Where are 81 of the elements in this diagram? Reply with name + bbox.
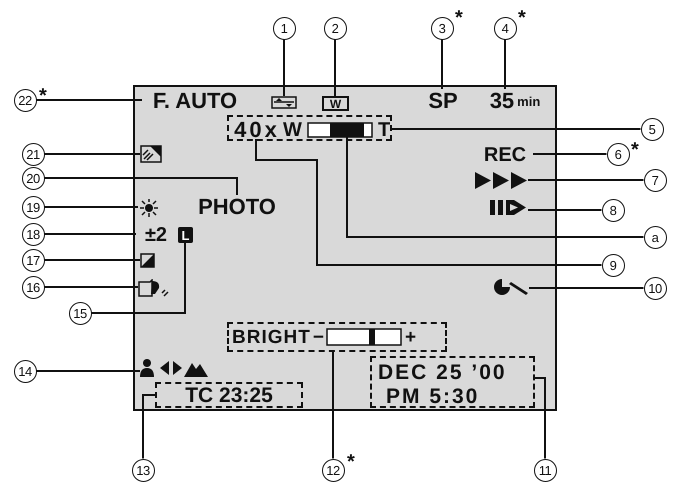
- date-time-frame: [370, 356, 535, 408]
- leader-line: [529, 287, 644, 289]
- leader-line: [44, 153, 140, 155]
- photo-text: PHOTO: [192, 195, 282, 219]
- callout-number: 9: [602, 254, 624, 276]
- leader-line: [36, 370, 140, 372]
- minus-sign: −: [312, 328, 324, 346]
- leader-line: [334, 40, 336, 96]
- callout-number: 21: [22, 142, 44, 166]
- leader-line: [346, 136, 644, 238]
- callout-number: 3: [430, 16, 454, 40]
- leader-line: [44, 233, 136, 235]
- callout-number: 17: [22, 248, 44, 272]
- triple-triangle-icon: [475, 172, 528, 189]
- callout-number: 22: [14, 88, 36, 112]
- footnote-asterisk: *: [518, 8, 526, 28]
- leader-line: [392, 128, 640, 130]
- leader-line: [255, 139, 602, 266]
- zoom-ratio-text: 40x: [232, 119, 282, 141]
- zoom-letter: T: [378, 120, 392, 140]
- brightness-indicator: [227, 322, 447, 352]
- zoom-letter: W: [283, 120, 304, 140]
- leader-line: [332, 352, 334, 458]
- footnote-asterisk: *: [347, 452, 355, 472]
- date-text: DEC 25 ’00: [378, 362, 507, 383]
- footnote-asterisk: *: [455, 8, 463, 28]
- callout-number: 7: [644, 168, 666, 192]
- leader-line: [44, 259, 140, 261]
- sun-icon: [138, 199, 160, 217]
- leader-line: [283, 40, 285, 96]
- callout-number: 4: [494, 16, 516, 40]
- leader-line: [504, 40, 506, 89]
- zoom-bar: [307, 122, 373, 138]
- callout-number: 16: [22, 276, 44, 298]
- callout-number: 12: [322, 458, 344, 482]
- callout-number: 20: [22, 166, 44, 190]
- screen-icon: [271, 96, 297, 109]
- leader-line: [142, 394, 155, 458]
- backlight-icon: [140, 145, 162, 163]
- callout-number: 6: [606, 142, 630, 166]
- callout-number: 11: [534, 458, 556, 482]
- unit-text: min: [517, 94, 540, 108]
- plus-sign: +: [404, 328, 416, 346]
- leader-line: [44, 286, 138, 288]
- callout-number: 18: [22, 222, 44, 246]
- callout-number: a: [644, 226, 666, 248]
- wide-mode-label: W: [322, 96, 349, 111]
- callout-number: 10: [644, 276, 666, 300]
- leader-line: [441, 40, 443, 89]
- footnote-asterisk: *: [631, 140, 639, 160]
- lock-badge: L: [178, 227, 193, 243]
- leader-line: [36, 99, 142, 101]
- leader-line: [528, 179, 644, 181]
- contrast-icon: [140, 253, 155, 268]
- remaining-number: 35: [490, 90, 514, 112]
- callout-number: 19: [22, 196, 44, 218]
- time-text: PM 5:30: [386, 386, 480, 407]
- brightness-label: BRIGHT: [232, 328, 311, 346]
- tape-speed-text: SP: [424, 89, 462, 113]
- leader-line: [535, 377, 546, 458]
- time-code-text: TC 23:25: [155, 382, 303, 408]
- callout-number: 5: [640, 118, 664, 140]
- exposure-value-text: ±2: [136, 224, 176, 246]
- rec-text: REC: [477, 144, 533, 165]
- leader-line: [44, 177, 238, 195]
- focus-range-icon: [140, 358, 209, 378]
- callout-number: 8: [602, 198, 624, 222]
- callout-number: 1: [272, 16, 296, 40]
- mode-text: F. AUTO: [142, 89, 248, 113]
- callout-number: 15: [68, 302, 92, 324]
- zoom-indicator-frame: [227, 115, 392, 141]
- leader-line: [533, 153, 606, 155]
- callout-number: 2: [324, 16, 346, 40]
- footnote-asterisk: *: [39, 86, 47, 106]
- leader-line: [92, 243, 186, 314]
- callout-number: 13: [132, 458, 154, 482]
- callout-number: 14: [14, 360, 36, 382]
- stylus-icon: [493, 278, 529, 296]
- pause-play-icon: [490, 199, 528, 216]
- leader-line: [528, 209, 602, 211]
- leader-line: [44, 206, 138, 208]
